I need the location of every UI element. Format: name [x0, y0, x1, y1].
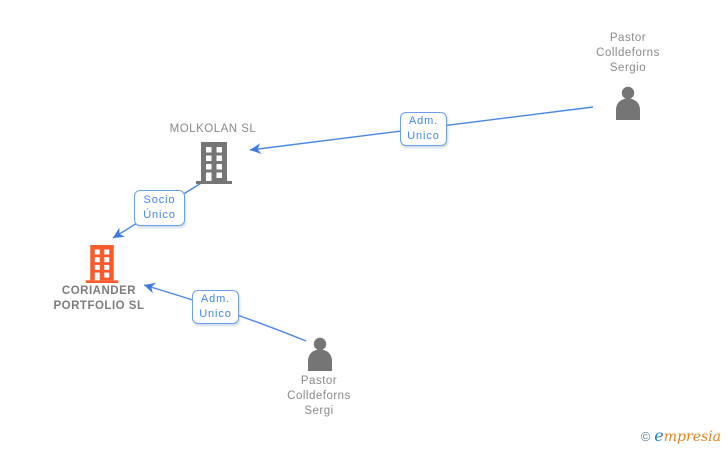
- node-label-coriander[interactable]: CORIANDER PORTFOLIO SL: [53, 285, 145, 312]
- empresia-logo[interactable]: ©empresia: [641, 426, 721, 445]
- node-label-person-top[interactable]: Pastor Colldeforns Sergio: [596, 32, 660, 74]
- copyright-symbol: ©: [640, 429, 651, 444]
- building-icon-highlighted[interactable]: [84, 245, 120, 283]
- person-icon[interactable]: [612, 86, 644, 120]
- edge-label-adm-unico-top[interactable]: Adm. Unico: [400, 112, 447, 146]
- building-icon[interactable]: [196, 142, 232, 184]
- node-label-molkolan[interactable]: MOLKOLAN SL: [169, 123, 257, 135]
- node-label-person-bottom[interactable]: Pastor Colldeforns Sergi: [287, 375, 351, 417]
- person-icon[interactable]: [304, 337, 336, 371]
- edge-label-adm-unico-bottom[interactable]: Adm. Unico: [192, 290, 239, 324]
- edge-label-socio-unico[interactable]: Socio Único: [134, 190, 185, 226]
- brand-wordmark: empresia: [654, 426, 721, 445]
